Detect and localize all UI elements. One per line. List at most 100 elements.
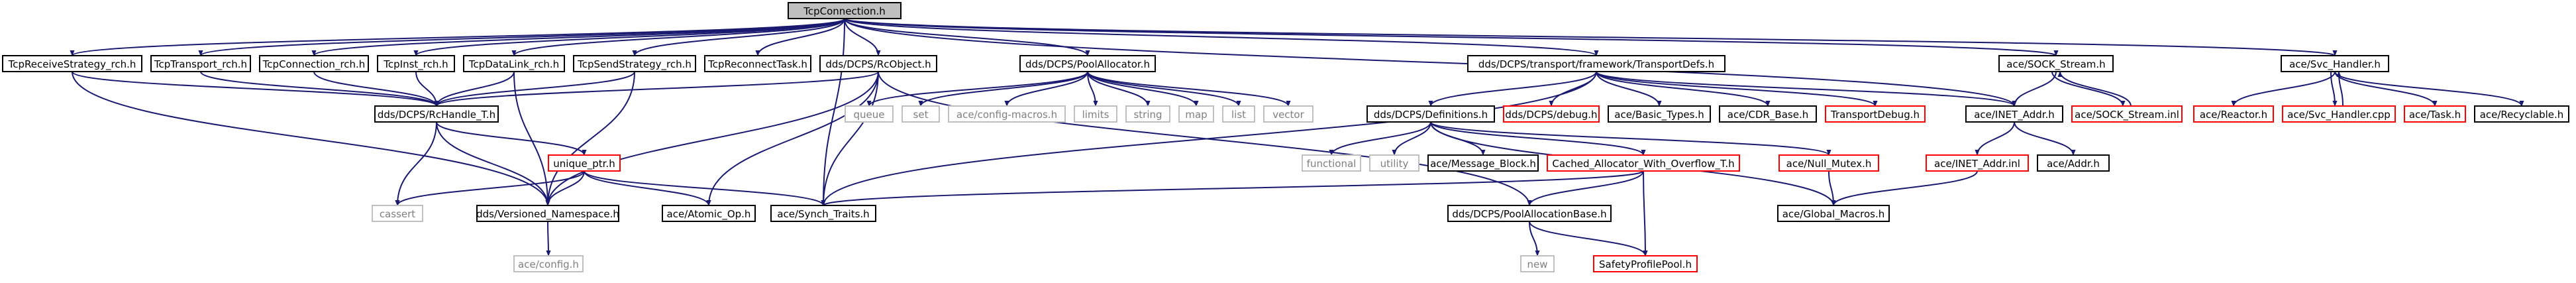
- edge-n10-to-n26: [1596, 71, 1878, 107]
- node-tcpdatalink-rch-h[interactable]: TcpDataLink_rch.h: [463, 55, 565, 72]
- edge-root-to-n10: [844, 18, 1599, 56]
- node-box: [1719, 105, 1817, 123]
- node-tcpconnection-h[interactable]: TcpConnection.h: [788, 2, 902, 19]
- node-box: [1547, 154, 1740, 172]
- node-box: [2193, 105, 2274, 123]
- edge-n10-to-n44: [821, 71, 1597, 206]
- node-box: [1019, 55, 1156, 72]
- node-ace-inet-addr-inl[interactable]: ace/INET_Addr.inl: [1926, 154, 2029, 172]
- edge-root-to-n27: [844, 18, 2017, 107]
- node-ace-global-macros-h[interactable]: ace/Global_Macros.h: [1777, 205, 1890, 222]
- node-safetyprofilepool-h[interactable]: SafetyProfilePool.h: [1593, 255, 1698, 272]
- node-dds-versioned-namespace-h[interactable]: dds/Versioned_Namespace.h: [476, 205, 619, 222]
- node-tcpreceivestrategy-rch-h[interactable]: TcpReceiveStrategy_rch.h: [2, 55, 142, 72]
- edge-n5-to-n13: [434, 71, 515, 107]
- node-dds-dcps-debug-h[interactable]: dds/DCPS/debug.h: [1503, 105, 1600, 123]
- node-box: [662, 205, 756, 222]
- node-box: [1608, 105, 1711, 123]
- node-label: ace/Task.h: [2409, 109, 2461, 121]
- node-dds-dcps-poolallocationbase-h[interactable]: dds/DCPS/PoolAllocationBase.h: [1447, 205, 1612, 222]
- node-ace-addr-h[interactable]: ace/Addr.h: [2037, 154, 2110, 172]
- node-tcpconnection-rch-h[interactable]: TcpConnection_rch.h: [259, 55, 369, 72]
- node-dds-dcps-rchandle-t-h[interactable]: dds/DCPS/RcHandle_T.h: [374, 105, 499, 123]
- node-ace-svc-handler-cpp[interactable]: ace/Svc_Handler.cpp: [2282, 105, 2396, 123]
- edge-n45-to-n49: [1529, 221, 1648, 256]
- node-ace-message-block-h[interactable]: ace/Message_Block.h: [1427, 154, 1539, 172]
- node-ace-atomic-op-h[interactable]: ace/Atomic_Op.h: [662, 205, 756, 222]
- node-dds-dcps-rcobject-h[interactable]: dds/DCPS/RcObject.h: [819, 55, 937, 72]
- node-label: TcpDataLink_rch.h: [468, 58, 559, 71]
- node-box: [1366, 105, 1495, 123]
- node-box: [259, 55, 369, 72]
- edge-n45-to-n48: [1529, 221, 1540, 256]
- edge-n12-to-n32: [2334, 71, 2524, 107]
- edge-n1-to-n13: [72, 71, 439, 107]
- node-transportdebug-h[interactable]: TransportDebug.h: [1825, 105, 1926, 123]
- edge-n9-to-n17: [1087, 71, 1098, 107]
- node-box: [902, 105, 940, 123]
- node-label: ace/Reactor.h: [2200, 109, 2267, 121]
- node-box: [1074, 105, 1117, 123]
- node-ace-recyclable-h[interactable]: ace/Recyclable.h: [2474, 105, 2569, 123]
- node-cached-allocator-with-overflow-t-h[interactable]: Cached_Allocator_With_Overflow_T.h: [1547, 154, 1740, 172]
- node-box: [1965, 105, 2063, 123]
- node-label: ace/Global_Macros.h: [1782, 208, 1885, 221]
- node-dds-dcps-poolallocator-h[interactable]: dds/DCPS/PoolAllocator.h: [1019, 55, 1156, 72]
- node-ace-reactor-h[interactable]: ace/Reactor.h: [2193, 105, 2274, 123]
- node-box: [1520, 255, 1555, 272]
- node-label: dds/DCPS/RcObject.h: [825, 58, 931, 70]
- edge-n28-to-n11: [2057, 71, 2132, 107]
- node-label: ace/SOCK_Stream.inl: [2075, 109, 2179, 121]
- node-tcpreconnecttask-h[interactable]: TcpReconnectTask.h: [704, 55, 811, 72]
- node-ace-config-macros-h: ace/config-macros.h: [948, 105, 1066, 123]
- node-label: TcpConnection_rch.h: [262, 58, 366, 71]
- edge-root-to-n2: [198, 18, 845, 56]
- node-label: set: [913, 109, 929, 121]
- edge-n8-to-n13: [434, 71, 879, 107]
- edge-root-to-n1: [70, 18, 845, 56]
- edge-root-to-n7: [755, 18, 845, 56]
- node-tcptransport-rch-h[interactable]: TcpTransport_rch.h: [150, 55, 251, 72]
- node-box: [513, 255, 584, 272]
- node-tcpsendstrategy-rch-h[interactable]: TcpSendStrategy_rch.h: [573, 55, 696, 72]
- node-dds-dcps-transport-framework-transportdefs-h[interactable]: dds/DCPS/transport/framework/TransportDe…: [1467, 55, 1726, 72]
- node-ace-null-mutex-h[interactable]: ace/Null_Mutex.h: [1778, 154, 1879, 172]
- node-unique-ptr-h[interactable]: unique_ptr.h: [548, 154, 621, 172]
- node-ace-svc-handler-h[interactable]: ace/Svc_Handler.h: [2281, 55, 2389, 72]
- node-box: [2281, 55, 2389, 72]
- node-box: [150, 55, 251, 72]
- node-ace-sock-stream-h[interactable]: ace/SOCK_Stream.h: [1998, 55, 2114, 72]
- node-ace-inet-addr-h[interactable]: ace/INET_Addr.h: [1965, 105, 2063, 123]
- node-label: queue: [854, 109, 885, 121]
- node-box: [377, 55, 455, 72]
- node-ace-task-h[interactable]: ace/Task.h: [2404, 105, 2466, 123]
- node-label: Cached_Allocator_With_Overflow_T.h: [1552, 158, 1734, 170]
- node-ace-cdr-base-h[interactable]: ace/CDR_Base.h: [1719, 105, 1817, 123]
- node-box: [1825, 105, 1926, 123]
- node-ace-synch-traits-h[interactable]: ace/Synch_Traits.h: [770, 205, 876, 222]
- node-box: [548, 154, 621, 172]
- node-tcpinst-rch-h[interactable]: TcpInst_rch.h: [377, 55, 455, 72]
- node-dds-dcps-definitions-h[interactable]: dds/DCPS/Definitions.h: [1366, 105, 1495, 123]
- node-box: [463, 55, 565, 72]
- edge-n10-to-n24: [1596, 71, 1662, 107]
- node-label: ace/Recyclable.h: [2480, 109, 2564, 121]
- node-box: [1302, 154, 1361, 172]
- node-set: set: [902, 105, 940, 123]
- node-label: utility: [1380, 158, 1409, 170]
- node-box: [1778, 154, 1879, 172]
- node-box: [2071, 105, 2183, 123]
- node-label: ace/SOCK_Stream.h: [2006, 58, 2105, 71]
- node-ace-basic-types-h[interactable]: ace/Basic_Types.h: [1608, 105, 1711, 123]
- node-box: [374, 105, 499, 123]
- node-label: ace/Svc_Handler.cpp: [2287, 109, 2391, 121]
- edge-n1-to-n42: [72, 71, 550, 206]
- node-label: dds/DCPS/debug.h: [1505, 109, 1597, 121]
- node-label: limits: [1082, 109, 1109, 121]
- node-box: [1926, 154, 2029, 172]
- node-queue: queue: [845, 105, 894, 123]
- edge-n3-to-n13: [313, 71, 439, 107]
- edge-n39-to-n46: [1831, 170, 1978, 206]
- node-ace-sock-stream-inl[interactable]: ace/SOCK_Stream.inl: [2071, 105, 2183, 123]
